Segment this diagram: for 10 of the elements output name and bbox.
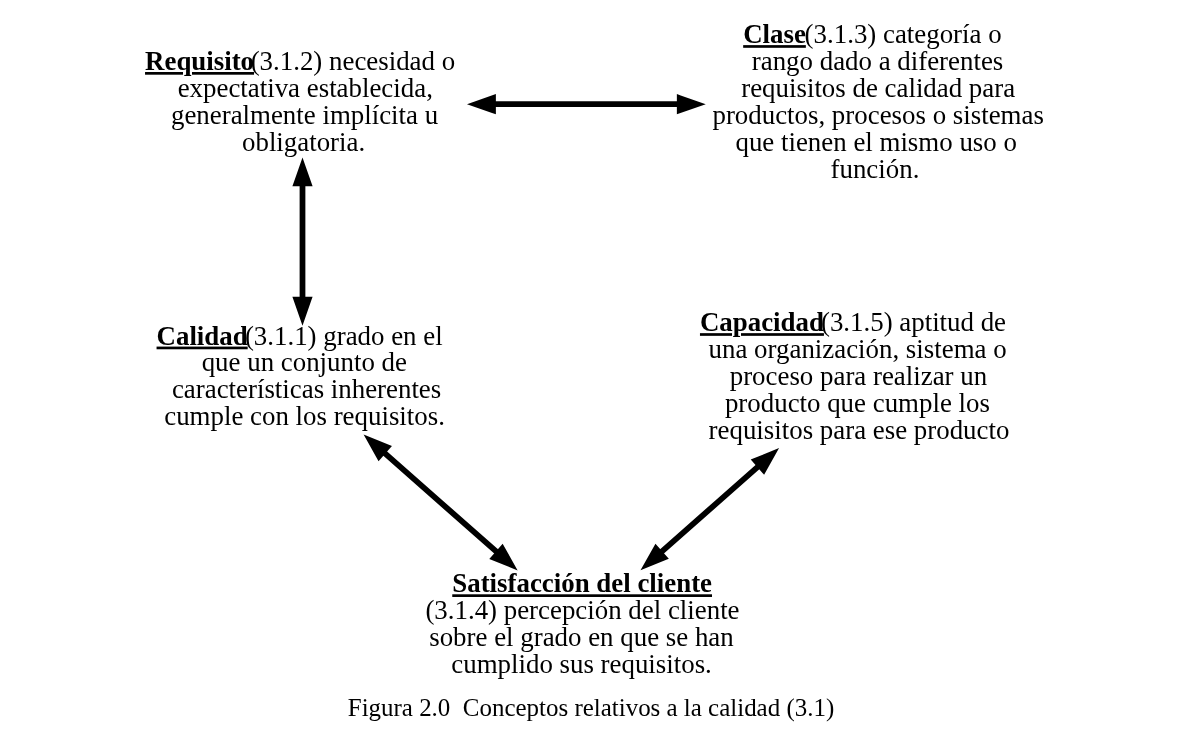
arrow — [640, 448, 780, 571]
arrow — [467, 94, 706, 115]
node-text: Capacidad(3.1.5) aptitud de una organización, sistema o proceso para realizar un producto que cumple los requisitos para ese producto — [699, 307, 1010, 445]
node-text: Requisito(3.1.2) necesidad o expectativa establecida, generalmente implícita u obligatoria. — [145, 46, 456, 157]
arrow — [292, 157, 313, 326]
node-text: Calidad(3.1.1) grado en el que un conjunto de características inherentes cumple con los requisitos. — [156, 320, 445, 432]
caption: Figura 2.0 Conceptos relativos a la calidad (3.1) — [347, 693, 835, 721]
arrow — [363, 434, 518, 571]
node-text: Satisfacción del cliente (3.1.4) percepción del cliente sobre el grado en que se han cumplido sus requisitos. — [425, 568, 740, 679]
node-text: Clase(3.1.3) categoría o rango dado a diferentes requisitos de calidad para productos, procesos o sistemas que tienen el mismo uso o función. — [712, 19, 1044, 184]
